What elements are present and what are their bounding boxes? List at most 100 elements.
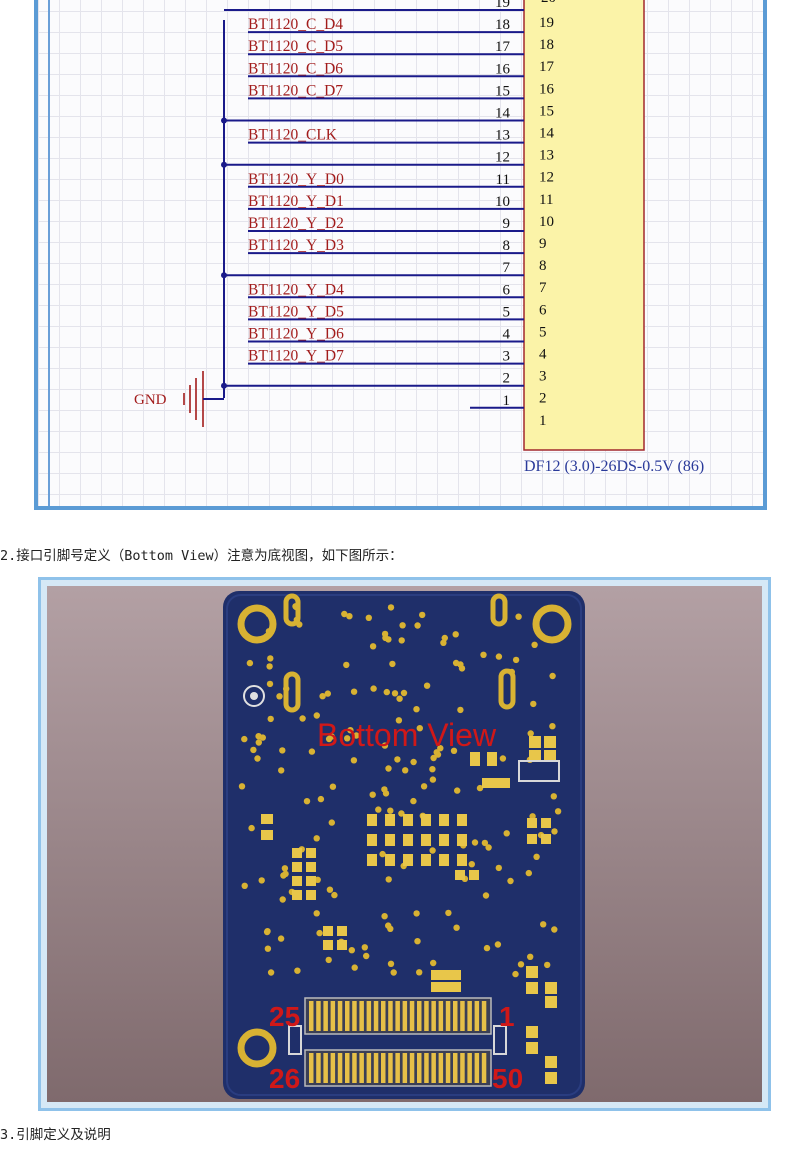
via <box>495 864 502 872</box>
via <box>550 793 557 800</box>
via <box>282 870 289 878</box>
pcb-image: Bottom View 25 1 26 50 <box>47 586 762 1102</box>
via <box>410 797 417 805</box>
connector-pin <box>481 1001 487 1031</box>
via <box>347 727 354 734</box>
via <box>250 746 257 754</box>
via <box>348 947 355 954</box>
junction-dot <box>221 161 227 168</box>
net-label: BT1120_C_D7 <box>248 82 343 99</box>
via <box>279 747 286 754</box>
net-label: BT1120_Y_D0 <box>248 171 344 188</box>
connector-pin <box>467 1001 472 1031</box>
slot-holes <box>283 593 516 713</box>
net-label: BT1120_Y_D1 <box>248 193 344 210</box>
connector-pin <box>323 1001 328 1031</box>
connector-pin <box>409 1053 415 1083</box>
via <box>445 909 452 917</box>
schematic-canvas: 20 19BT1120_C_D418BT1120_C_D517BT1120_C_… <box>134 0 704 475</box>
pin-number-inner: 1 <box>539 413 547 429</box>
via <box>325 956 332 964</box>
via <box>549 672 556 680</box>
connector-pin <box>345 1001 350 1031</box>
via <box>554 808 562 815</box>
via <box>515 613 522 620</box>
via <box>370 685 377 692</box>
connector-pin <box>359 1053 364 1083</box>
via <box>385 876 392 883</box>
via <box>313 712 320 719</box>
via <box>369 791 376 798</box>
pin-number-inner: 3 <box>539 369 547 385</box>
connector-outline <box>288 1025 507 1055</box>
via <box>248 824 255 832</box>
via <box>416 725 423 732</box>
via <box>265 628 273 635</box>
via <box>381 786 388 793</box>
via <box>389 660 396 668</box>
pin-number-outer: 11 <box>496 172 510 188</box>
via <box>379 850 386 858</box>
via <box>246 659 254 667</box>
via <box>316 929 323 937</box>
net-label: BT1120_Y_D6 <box>248 326 344 343</box>
pin-number-inner: 12 <box>539 170 554 186</box>
pin-number-inner: 9 <box>539 236 547 252</box>
pin-number-outer: 13 <box>495 128 510 144</box>
via <box>437 745 444 752</box>
pin-number-inner: 8 <box>539 258 547 274</box>
pin-label-1: 1 <box>499 1001 515 1032</box>
pin-number-inner: 11 <box>539 192 553 208</box>
via <box>391 690 399 697</box>
bottom-view-title: Bottom View <box>317 717 497 753</box>
pin-number-outer: 5 <box>503 304 511 320</box>
via <box>331 891 338 899</box>
connector-pin <box>409 1001 415 1031</box>
junction-dot <box>221 382 227 389</box>
pin-number-outer: 10 <box>495 194 510 210</box>
pin-number-inner: 2 <box>539 391 547 407</box>
via <box>507 877 514 885</box>
via <box>457 706 464 714</box>
via <box>410 758 417 766</box>
connector-pin <box>337 1053 343 1083</box>
connector-pin <box>424 1053 429 1083</box>
junction-dot <box>221 272 227 279</box>
connector-pin <box>337 1001 343 1031</box>
connector-part-number: DF12 (3.0)-26DS-0.5V (86) <box>524 458 704 475</box>
pcb-image-frame: Bottom View 25 1 26 50 <box>38 577 771 1111</box>
via <box>343 661 350 669</box>
connector-pin <box>309 1053 314 1083</box>
via <box>255 739 262 746</box>
via <box>353 732 360 739</box>
via <box>495 653 503 660</box>
via <box>453 924 460 931</box>
ic-pad <box>457 834 467 846</box>
connector-pin <box>395 1053 400 1083</box>
board-connector-top <box>304 997 492 1035</box>
connector-pin <box>460 1001 465 1031</box>
via <box>423 682 431 689</box>
via <box>241 882 248 889</box>
via <box>277 935 285 942</box>
connector-pin <box>381 1053 386 1083</box>
ic-pad <box>403 814 413 826</box>
connector-pin <box>388 1001 393 1031</box>
via <box>458 665 466 672</box>
via <box>266 680 274 688</box>
connector-pin-partial: 20 <box>541 0 556 6</box>
via <box>414 938 421 945</box>
ic-pad <box>457 814 467 826</box>
via <box>483 944 491 952</box>
connector-pin <box>352 1001 357 1031</box>
ic-pad <box>439 814 449 826</box>
connector-pin <box>395 1001 400 1031</box>
pin-number-inner: 16 <box>539 81 555 97</box>
via <box>394 756 401 763</box>
connector-pin <box>402 1053 408 1083</box>
via <box>263 928 271 936</box>
pin-number-inner: 5 <box>539 324 547 340</box>
connector-pin <box>330 1053 336 1083</box>
connector-pin <box>467 1053 472 1083</box>
via <box>385 922 392 929</box>
